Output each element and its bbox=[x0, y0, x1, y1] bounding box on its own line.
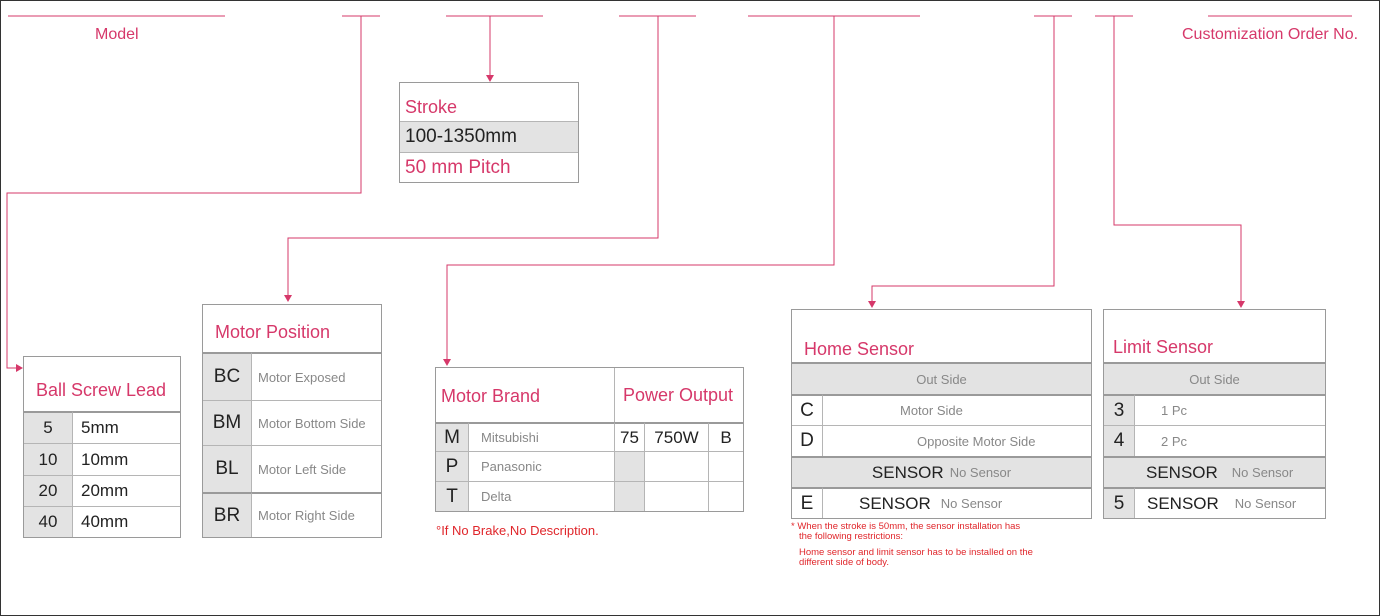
sensor-label: SENSOR bbox=[859, 493, 931, 513]
note-line: different side of body. bbox=[799, 557, 889, 568]
brake-code-empty bbox=[708, 451, 743, 481]
brake-code-empty bbox=[708, 481, 743, 511]
brand-name: Panasonic bbox=[468, 451, 614, 481]
lead-code: 5 bbox=[24, 411, 72, 443]
sensor-desc: No Sensor bbox=[940, 496, 1003, 511]
power-value-empty bbox=[644, 451, 708, 481]
brand-name: Delta bbox=[468, 481, 614, 511]
ball-screw-lead-table: Ball Screw Lead 5 5mm 10 10mm 20 20mm 40… bbox=[23, 356, 181, 538]
position-code: BR bbox=[203, 492, 251, 537]
limit-sensor-desc: 1 Pc bbox=[1134, 394, 1325, 425]
limit-sensor-none-row: SENSOR No Sensor bbox=[1104, 456, 1325, 487]
position-code: BC bbox=[203, 352, 251, 400]
stroke-table: Stroke 100-1350mm 50 mm Pitch bbox=[399, 82, 579, 183]
power-code: 75 bbox=[614, 422, 644, 451]
sensor-desc: No Sensor bbox=[949, 465, 1012, 480]
brand-code: T bbox=[436, 481, 468, 511]
brand-code: P bbox=[436, 451, 468, 481]
brake-code: B bbox=[708, 422, 743, 451]
home-sensor-code: D bbox=[792, 425, 822, 456]
limit-sensor-code: 4 bbox=[1104, 425, 1134, 456]
lead-code: 10 bbox=[24, 443, 72, 475]
home-sensor-desc: Opposite Motor Side bbox=[822, 425, 1091, 456]
power-output-title: Power Output bbox=[614, 368, 743, 422]
limit-sensor-last-row: SENSOR No Sensor bbox=[1134, 487, 1325, 518]
stroke-restriction-note: * When the stroke is 50mm, the sensor in… bbox=[791, 522, 1033, 568]
power-code-empty bbox=[614, 451, 644, 481]
note-line: Home sensor and limit sensor has to be i… bbox=[799, 547, 1033, 558]
position-desc: Motor Left Side bbox=[251, 445, 381, 492]
home-sensor-table: Home Sensor Out Side C Motor Side D Oppo… bbox=[791, 309, 1092, 519]
model-label: Model bbox=[95, 26, 139, 43]
sensor-desc: No Sensor bbox=[1231, 465, 1294, 480]
limit-sensor-code: 3 bbox=[1104, 394, 1134, 425]
power-value-empty bbox=[644, 481, 708, 511]
home-sensor-title: Home Sensor bbox=[804, 338, 915, 359]
sensor-desc: No Sensor bbox=[1234, 496, 1297, 511]
stroke-title: Stroke bbox=[405, 96, 458, 117]
position-code: BM bbox=[203, 400, 251, 445]
motor-position-table: Motor Position BC Motor Exposed BM Motor… bbox=[202, 304, 382, 538]
stroke-pitch: 50 mm Pitch bbox=[400, 152, 578, 182]
power-code-empty bbox=[614, 481, 644, 511]
motor-brand-title: Motor Brand bbox=[441, 385, 541, 406]
ball-screw-lead-title: Ball Screw Lead bbox=[36, 379, 167, 400]
lead-code: 20 bbox=[24, 475, 72, 506]
sensor-label: SENSOR bbox=[1146, 462, 1218, 482]
brand-code: M bbox=[436, 422, 468, 451]
motor-brand-table: Motor Brand Power Output M Mitsubishi 75… bbox=[435, 367, 744, 512]
sensor-label: SENSOR bbox=[871, 462, 944, 482]
lead-code: 40 bbox=[24, 506, 72, 537]
lead-value: 10mm bbox=[72, 443, 180, 475]
brand-name: Mitsubishi bbox=[468, 422, 614, 451]
note-line: * When the stroke is 50mm, the sensor in… bbox=[791, 521, 1021, 532]
position-desc: Motor Bottom Side bbox=[251, 400, 381, 445]
home-sensor-code: C bbox=[792, 394, 822, 425]
stroke-range: 100-1350mm bbox=[400, 121, 578, 152]
lead-value: 20mm bbox=[72, 475, 180, 506]
sensor-label: SENSOR bbox=[1147, 493, 1219, 513]
home-sensor-none-row: SENSOR No Sensor bbox=[792, 456, 1091, 487]
limit-sensor-desc: 2 Pc bbox=[1134, 425, 1325, 456]
motor-position-title: Motor Position bbox=[215, 321, 331, 342]
position-desc: Motor Exposed bbox=[251, 352, 381, 400]
home-sensor-group: Out Side bbox=[792, 362, 1091, 394]
limit-sensor-title: Limit Sensor bbox=[1113, 336, 1214, 357]
limit-sensor-code: 5 bbox=[1104, 487, 1134, 518]
lead-value: 5mm bbox=[72, 411, 180, 443]
home-sensor-last-row: SENSOR No Sensor bbox=[822, 487, 1091, 518]
home-sensor-code: E bbox=[792, 487, 822, 518]
power-value: 750W bbox=[644, 422, 708, 451]
lead-value: 40mm bbox=[72, 506, 180, 537]
brake-note: °If No Brake,No Description. bbox=[436, 523, 599, 538]
limit-sensor-table: Limit Sensor Out Side 3 1 Pc 4 2 Pc SENS… bbox=[1103, 309, 1326, 519]
limit-sensor-group: Out Side bbox=[1104, 362, 1325, 394]
home-sensor-desc: Motor Side bbox=[822, 394, 1091, 425]
note-line: the following restrictions: bbox=[799, 531, 904, 542]
position-code: BL bbox=[203, 445, 251, 492]
customization-order-label: Customization Order No. bbox=[1182, 26, 1359, 43]
position-desc: Motor Right Side bbox=[251, 492, 381, 537]
